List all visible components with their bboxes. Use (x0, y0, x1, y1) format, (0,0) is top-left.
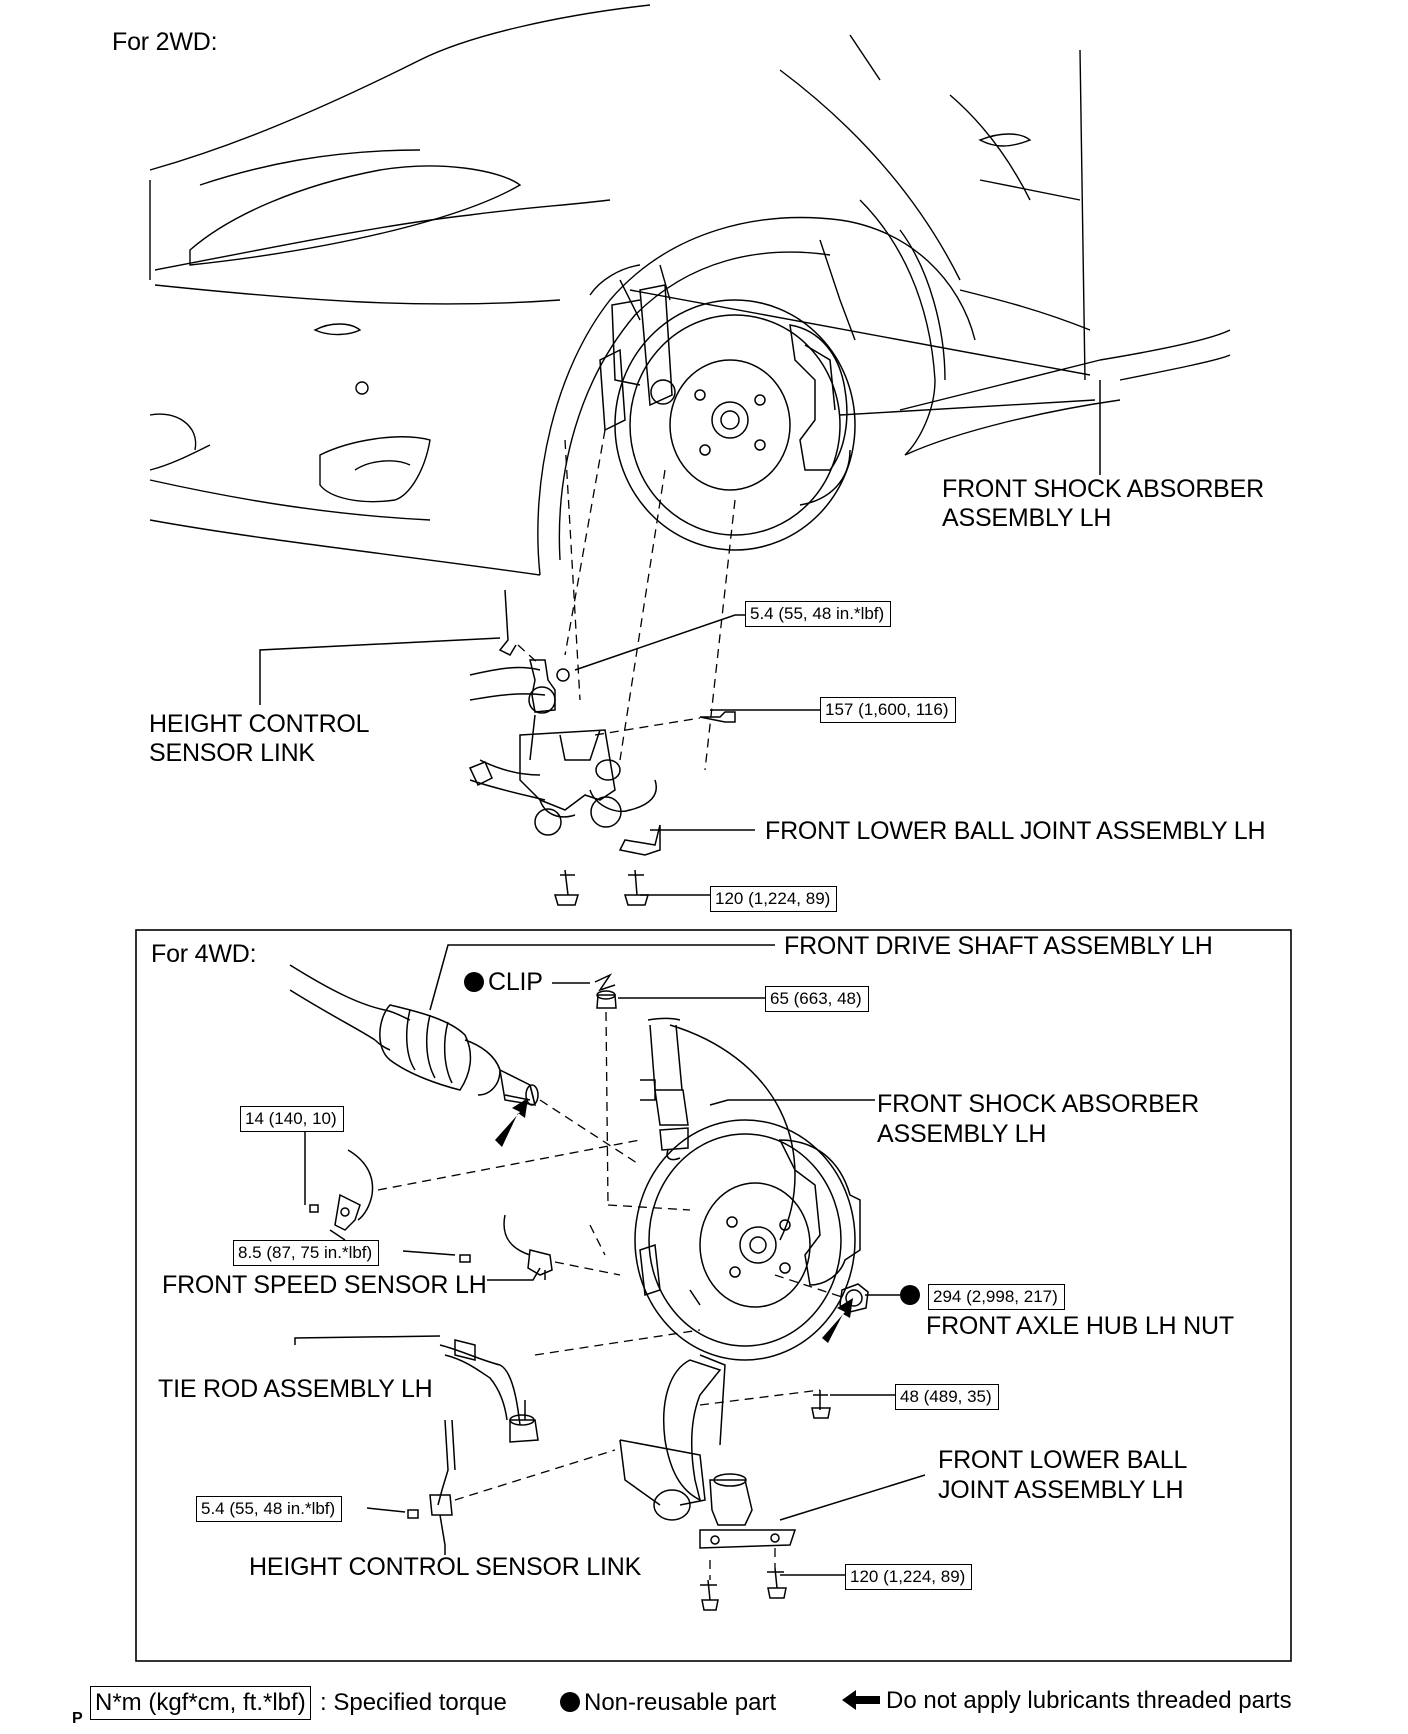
label-height-sensor-4wd: HEIGHT CONTROL SENSOR LINK (249, 1553, 642, 1581)
label-tie-rod-4wd: TIE ROD ASSEMBLY LH (158, 1375, 433, 1403)
label-ball-joint-2wd: FRONT LOWER BALL JOINT ASSEMBLY LH (765, 817, 1266, 845)
drive-shaft-4wd (289, 964, 539, 1106)
tie-rod-4wd (439, 1339, 539, 1443)
torque-4wd-speed-sensor: 8.5 (87, 75 in.*lbf) (233, 1240, 380, 1266)
brake-disc-4wd (634, 1119, 861, 1361)
leader-lines-4wd (294, 944, 926, 1576)
torque-4wd-speed-bracket: 14 (140, 10) (240, 1106, 344, 1132)
clip-and-shock-4wd (594, 973, 796, 1241)
non-reusable-dot-icon (464, 972, 484, 992)
legend-no-lubricant: Do not apply lubricants threaded parts (842, 1686, 1292, 1716)
label-ball-joint-4wd-line2: JOINT ASSEMBLY LH (938, 1476, 1184, 1504)
label-shock-absorber-2wd-line2: ASSEMBLY LH (942, 504, 1112, 532)
lower-arm-4wd (619, 1354, 831, 1611)
section-title-2wd: For 2WD: (112, 28, 218, 56)
non-reusable-dot-icon (900, 1285, 920, 1305)
torque-4wd-hub-nut: 294 (2,998, 217) (928, 1284, 1065, 1310)
label-speed-sensor-4wd: FRONT SPEED SENSOR LH (162, 1271, 487, 1299)
page-corner-mark: P (72, 1710, 83, 1727)
label-clip: CLIP (464, 968, 543, 997)
ball-joint-assembly-2wd (468, 589, 736, 906)
torque-4wd-clip: 65 (663, 48) (765, 986, 869, 1012)
torque-2wd-height-sensor-nut: 5.4 (55, 48 in.*lbf) (745, 601, 892, 627)
alignment-dash-lines-2wd (517, 429, 736, 771)
non-reusable-dot-icon (560, 1692, 580, 1712)
torque-4wd-knuckle: 48 (489, 35) (895, 1384, 999, 1410)
label-axle-hub-nut: FRONT AXLE HUB LH NUT (926, 1312, 1234, 1340)
left-arrow-icon (842, 1690, 880, 1710)
legend-torque-desc: : Specified torque (320, 1689, 507, 1716)
torque-4wd-height-sensor: 5.4 (55, 48 in.*lbf) (196, 1496, 343, 1522)
label-shock-absorber-4wd-line1: FRONT SHOCK ABSORBER (877, 1090, 1199, 1118)
no-lubricant-arrows (495, 1098, 853, 1343)
legend-nonreusable: Non-reusable part (560, 1688, 776, 1718)
label-ball-joint-4wd-line1: FRONT LOWER BALL (938, 1446, 1188, 1474)
legend-torque-unit: N*m (kgf*cm, ft.*lbf) (90, 1686, 311, 1720)
label-height-sensor-2wd-line1: HEIGHT CONTROL (149, 710, 370, 738)
vehicle-body-outline (149, 4, 1231, 576)
axle-hub-nut-part (839, 1283, 869, 1313)
section-title-4wd: For 4WD: (151, 940, 257, 968)
label-height-sensor-2wd-line2: SENSOR LINK (149, 739, 315, 767)
torque-2wd-bolt: 157 (1,600, 116) (820, 697, 956, 723)
height-sensor-link-4wd (407, 1419, 456, 1546)
torque-4wd-ball-joint: 120 (1,224, 89) (845, 1564, 973, 1590)
speed-sensor-4wd (309, 1149, 553, 1280)
4wd-detail-frame (135, 929, 1292, 1662)
torque-2wd-ball-joint: 120 (1,224, 89) (710, 886, 838, 912)
torque-4wd-hub-nut-row (900, 1281, 924, 1310)
label-drive-shaft-4wd: FRONT DRIVE SHAFT ASSEMBLY LH (784, 932, 1213, 960)
label-shock-absorber-4wd-line2: ASSEMBLY LH (877, 1120, 1047, 1148)
label-shock-absorber-2wd-line1: FRONT SHOCK ABSORBER (942, 475, 1264, 503)
brake-disc-2wd (599, 284, 856, 551)
leader-lines-2wd (259, 380, 1101, 896)
alignment-dash-lines-4wd (377, 1011, 846, 1580)
